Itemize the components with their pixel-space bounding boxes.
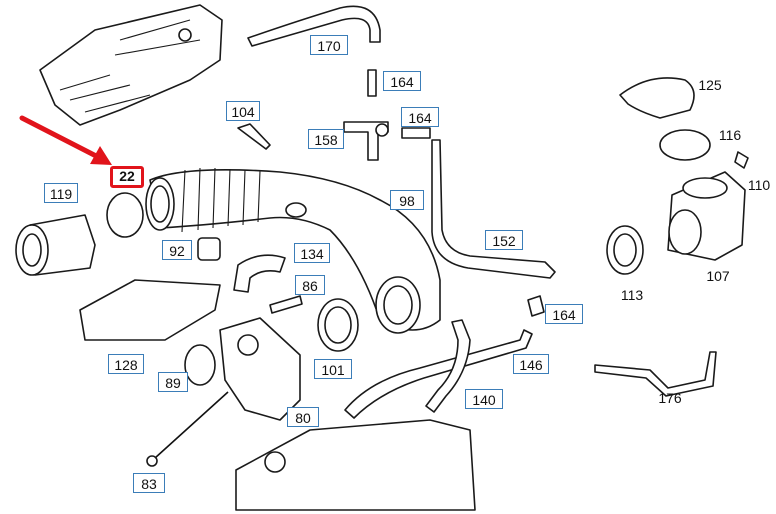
callout-164-mid[interactable]: 164	[401, 107, 439, 127]
callout-158[interactable]: 158	[308, 129, 344, 149]
maf-119	[15, 214, 96, 276]
hose-152	[431, 139, 556, 279]
fitting-164-mid	[401, 127, 431, 139]
callout-83[interactable]: 83	[133, 473, 165, 493]
bolt-104	[237, 123, 271, 150]
callout-92[interactable]: 92	[162, 240, 192, 260]
leader-83	[154, 391, 229, 459]
intake-manifold	[39, 4, 223, 126]
sensor-92	[197, 237, 221, 261]
callout-170[interactable]: 170	[310, 35, 348, 55]
label-125[interactable]: 125	[698, 77, 722, 93]
ring-101	[317, 298, 359, 352]
label-176[interactable]: 176	[658, 390, 682, 406]
label-107[interactable]: 107	[706, 268, 730, 284]
callout-22-highlighted[interactable]: 22	[110, 166, 144, 188]
throttle-body-80	[219, 317, 301, 421]
fitting-164-top	[367, 69, 377, 97]
callout-89[interactable]: 89	[158, 372, 188, 392]
fitting-164-low	[527, 295, 545, 317]
gasket-89	[184, 344, 216, 386]
air-duct-98	[145, 167, 441, 334]
label-116[interactable]: 116	[718, 127, 742, 143]
hose-170	[247, 5, 381, 47]
callout-128[interactable]: 128	[108, 354, 144, 374]
callout-146[interactable]: 146	[513, 354, 549, 374]
clip-110	[734, 151, 749, 169]
label-110[interactable]: 110	[747, 177, 771, 193]
ring-116	[659, 129, 711, 161]
hose-140	[425, 319, 471, 413]
housing-107	[667, 171, 746, 261]
callout-104[interactable]: 104	[226, 101, 260, 121]
elbow-134	[233, 254, 286, 293]
callout-164-low[interactable]: 164	[545, 304, 583, 324]
clip-83	[146, 455, 158, 467]
callout-134[interactable]: 134	[294, 243, 330, 263]
callout-119[interactable]: 119	[44, 183, 78, 203]
bolt-86	[269, 295, 303, 314]
cover-port	[264, 451, 286, 473]
callout-140[interactable]: 140	[465, 389, 503, 409]
callout-80[interactable]: 80	[287, 407, 319, 427]
clamp-125	[619, 77, 695, 119]
clamp-22	[106, 192, 144, 238]
callout-164-top[interactable]: 164	[383, 71, 421, 91]
tube-176	[594, 351, 717, 397]
engine-cover	[235, 419, 476, 511]
housing-128	[79, 279, 221, 341]
callout-101[interactable]: 101	[314, 359, 352, 379]
ring-113	[606, 225, 644, 275]
hose-146	[344, 329, 533, 419]
label-113[interactable]: 113	[620, 287, 644, 303]
callout-86[interactable]: 86	[295, 275, 325, 295]
callout-98[interactable]: 98	[390, 190, 424, 210]
red-arrow	[19, 115, 112, 165]
t-piece-158	[343, 121, 389, 161]
callout-152[interactable]: 152	[485, 230, 523, 250]
